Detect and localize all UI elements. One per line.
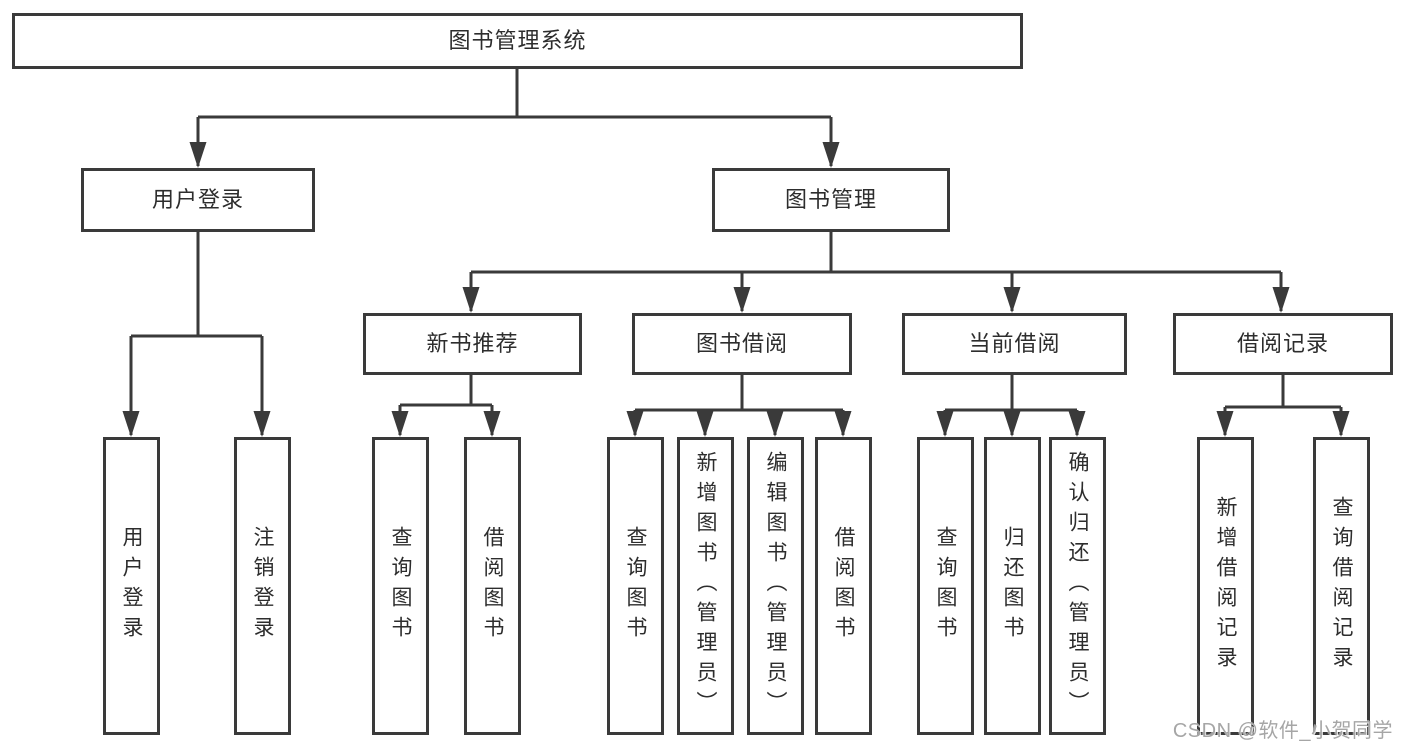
node-label: 新书推荐	[426, 331, 519, 356]
node-label: 查询图书	[624, 526, 647, 646]
leaf-borrow-books-recommend: 借阅图书	[464, 437, 521, 735]
node-book-borrowing: 图书借阅	[632, 313, 852, 375]
node-label: 图书管理系统	[448, 28, 587, 53]
leaf-query-books-current: 查询图书	[917, 437, 974, 735]
node-label: 归还图书	[1001, 526, 1024, 646]
node-label: 查询图书	[389, 526, 412, 646]
arrow-down-icon	[189, 142, 207, 168]
arrow-down-icon	[626, 411, 644, 437]
node-label: 用户登录	[151, 187, 244, 212]
arrowheads	[122, 142, 1350, 437]
node-root-system: 图书管理系统	[12, 13, 1023, 69]
arrow-down-icon	[766, 411, 784, 437]
node-label: 借阅记录	[1236, 331, 1329, 356]
node-borrowing-records: 借阅记录	[1173, 313, 1393, 375]
arrow-down-icon	[253, 411, 271, 437]
arrow-down-icon	[483, 411, 501, 437]
leaf-logout: 注销登录	[234, 437, 291, 735]
leaf-user-login: 用户登录	[103, 437, 160, 735]
node-label: 注销登录	[251, 526, 274, 646]
leaf-query-books-recommend: 查询图书	[372, 437, 429, 735]
arrow-down-icon	[391, 411, 409, 437]
arrow-down-icon	[1003, 287, 1021, 313]
arrow-down-icon	[696, 411, 714, 437]
node-label: 查询借阅记录	[1330, 496, 1353, 676]
node-book-management: 图书管理	[712, 168, 950, 232]
arrow-down-icon	[122, 411, 140, 437]
arrow-down-icon	[1332, 411, 1350, 437]
node-label: 确认归还（管理员）	[1066, 451, 1089, 721]
node-current-borrowing: 当前借阅	[902, 313, 1127, 375]
arrow-down-icon	[1003, 411, 1021, 437]
node-label: 新增借阅记录	[1214, 496, 1237, 676]
leaf-borrow-books: 借阅图书	[815, 437, 872, 735]
node-label: 新增图书（管理员）	[694, 451, 717, 721]
arrow-down-icon	[834, 411, 852, 437]
node-label: 图书管理	[784, 187, 877, 212]
node-label: 编辑图书（管理员）	[764, 451, 787, 721]
leaf-add-borrow-record: 新增借阅记录	[1197, 437, 1254, 735]
leaf-query-borrow-record: 查询借阅记录	[1313, 437, 1370, 735]
leaf-add-books-admin: 新增图书（管理员）	[677, 437, 734, 735]
arrow-down-icon	[936, 411, 954, 437]
node-new-book-recommend: 新书推荐	[363, 313, 582, 375]
leaf-edit-books-admin: 编辑图书（管理员）	[747, 437, 804, 735]
node-label: 当前借阅	[968, 331, 1061, 356]
arrow-down-icon	[733, 287, 751, 313]
arrow-down-icon	[822, 142, 840, 168]
leaf-query-books-borrowing: 查询图书	[607, 437, 664, 735]
arrow-down-icon	[1272, 287, 1290, 313]
leaf-return-books: 归还图书	[984, 437, 1041, 735]
leaf-confirm-return-admin: 确认归还（管理员）	[1049, 437, 1106, 735]
arrow-down-icon	[462, 287, 480, 313]
node-label: 查询图书	[934, 526, 957, 646]
csdn-watermark: CSDN @软件_小贺同学	[1172, 720, 1393, 742]
node-label: 借阅图书	[481, 526, 504, 646]
node-label: 图书借阅	[695, 331, 788, 356]
arrow-down-icon	[1068, 411, 1086, 437]
node-label: 用户登录	[120, 526, 143, 646]
connector-path	[129, 69, 1343, 435]
arrow-down-icon	[1216, 411, 1234, 437]
node-user-login: 用户登录	[81, 168, 315, 232]
node-label: 借阅图书	[832, 526, 855, 646]
